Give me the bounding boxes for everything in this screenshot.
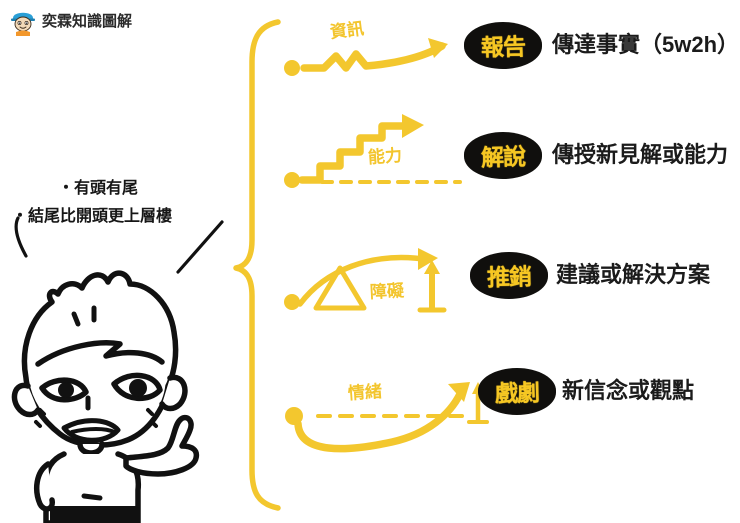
row-2-badge: 解說 [464,132,542,179]
cartoon-boy-illustration [11,270,200,523]
row-4-badge: 戲劇 [478,368,556,415]
row-1-description: 傳達事實（5w2h） [552,32,740,57]
row-4-badge-text: 戲劇 [494,378,540,407]
speech-bubble-line-2: ・結尾比開頭更上層樓 [12,208,173,225]
row-3-badge-text: 推銷 [486,262,532,291]
row-4-description: 新信念或觀點 [562,378,695,403]
row-3-arrow-arc-obstacle [284,248,447,313]
row-2-description: 傳授新見解或能力 [552,142,729,167]
row-2-arrow-label: 能力 [367,145,403,168]
row-3-badge: 推銷 [470,252,548,299]
avatar-icon [8,6,38,36]
row-1-badge-text: 報告 [480,32,526,61]
row-1-arrow-label: 資訊 [328,18,366,43]
row-2-arrow-staircase [284,114,462,188]
brand-logo: 奕霖知識圖解 [8,6,132,36]
row-1-badge: 報告 [464,22,542,69]
speech-bubble-tail [14,216,224,274]
row-3-description: 建議或解決方案 [556,262,711,287]
row-4-arrow-dip-rise [285,382,489,453]
curly-brace [233,19,281,511]
row-3-arrow-label: 障礙 [369,281,405,302]
row-2-badge-text: 解說 [480,142,526,171]
speech-bubble-line-1: ・有頭有尾 [58,180,139,197]
row-1-arrow-zigzag [284,38,448,76]
brand-label: 奕霖知識圖解 [42,12,133,30]
row-4-arrow-label: 情緒 [347,381,383,404]
